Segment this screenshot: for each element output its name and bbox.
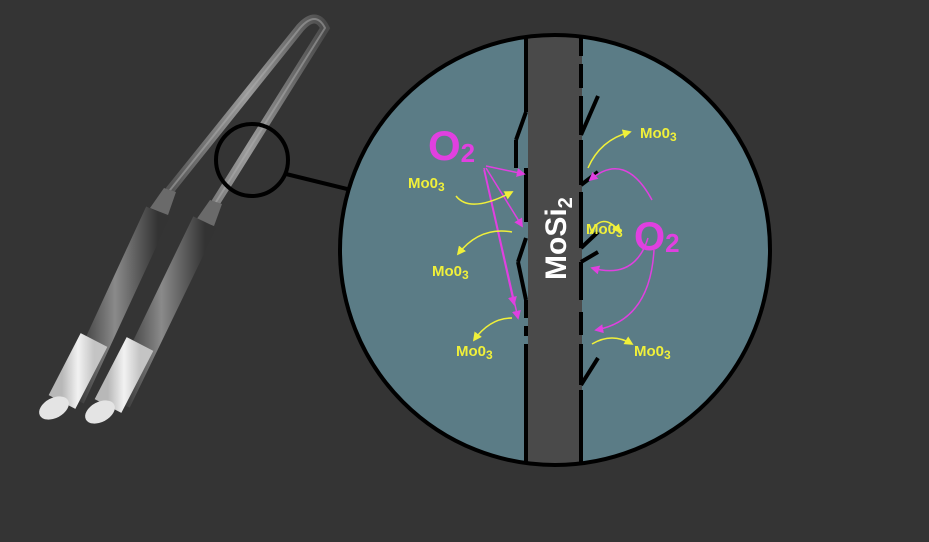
oxygen-arrows-right xyxy=(588,168,655,334)
moo3-label: Mo03 xyxy=(586,221,623,240)
moo3-label: Mo03 xyxy=(640,125,677,144)
moo3-label: Mo03 xyxy=(634,343,671,362)
oxygen-label-right: O2 xyxy=(634,215,680,259)
moo3-label: Mo03 xyxy=(456,343,493,362)
oxygen-label-left: O2 xyxy=(428,122,475,169)
magnifier-circle-icon xyxy=(214,122,290,198)
mosi2-core xyxy=(528,35,582,465)
zoom-view xyxy=(338,33,772,467)
right-oxide-layer xyxy=(579,35,600,465)
core-label: MoSi2 xyxy=(540,197,577,280)
heating-element-icon xyxy=(39,14,331,424)
left-oxide-layer xyxy=(514,35,528,465)
moo3-arrows xyxy=(455,129,634,345)
moo3-label: Mo03 xyxy=(408,175,445,194)
moo3-label: Mo03 xyxy=(432,263,469,282)
